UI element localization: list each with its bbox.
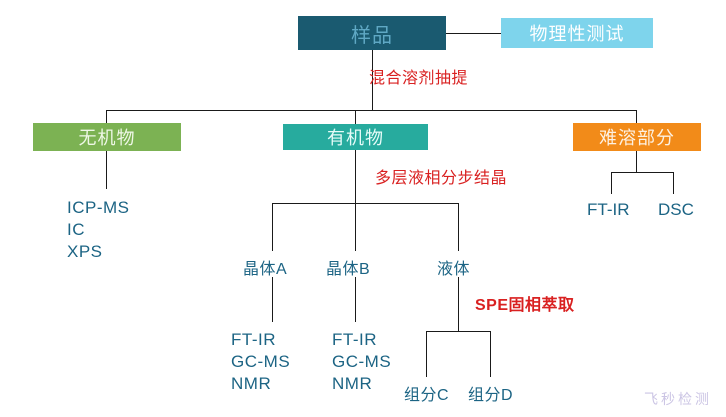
analysis-list-crystal-b: FT-IR GC-MS NMR — [332, 329, 391, 395]
connector-drop-insoluble-ftir — [611, 172, 612, 194]
connector-drop-liquid — [458, 203, 459, 251]
connector-drop-crystal-b — [355, 203, 356, 251]
node-sample[interactable]: 样品 — [298, 16, 446, 50]
connector-drop-component-d — [490, 331, 491, 377]
analysis-item: ICP-MS — [67, 198, 130, 217]
node-insoluble[interactable]: 难溶部分 — [573, 123, 701, 151]
process-label-fractional-crystallization: 多层液相分步结晶 — [375, 170, 508, 187]
node-physical-test[interactable]: 物理性测试 — [501, 18, 653, 48]
connector-drop-insoluble — [636, 110, 637, 124]
analysis-insoluble-dsc: DSC — [658, 200, 694, 219]
connector-drop-crystal-a — [272, 203, 273, 251]
connector-insoluble-stem — [636, 151, 637, 172]
node-component-c[interactable]: 组分C — [404, 387, 450, 404]
process-label-mixed-solvent-extraction: 混合溶剂抽提 — [369, 70, 469, 87]
analysis-item: XPS — [67, 242, 103, 261]
node-inorganic[interactable]: 无机物 — [33, 123, 181, 151]
node-liquid[interactable]: 液体 — [437, 261, 471, 278]
connector-drop-organic — [355, 110, 356, 124]
node-organic[interactable]: 有机物 — [283, 124, 428, 150]
node-crystal-b[interactable]: 晶体B — [326, 261, 371, 278]
connector-sample-to-physical — [446, 33, 501, 34]
analysis-item: GC-MS — [332, 352, 392, 371]
analysis-item: FT-IR — [332, 330, 377, 349]
process-label-spe-extraction: SPE固相萃取 — [475, 297, 575, 314]
analysis-item: GC-MS — [231, 352, 291, 371]
analysis-item: FT-IR — [231, 330, 276, 349]
connector-inorganic-to-analysis — [106, 151, 107, 189]
watermark: 飞秒检测 — [644, 391, 712, 407]
connector-drop-insoluble-dsc — [673, 172, 674, 194]
connector-insoluble-bus — [611, 172, 673, 173]
analysis-item: NMR — [231, 374, 272, 393]
connector-liquid-stem — [458, 277, 459, 331]
connector-drop-inorganic — [106, 110, 107, 124]
connector-main-bus — [106, 110, 636, 111]
connector-spe-bus — [426, 331, 490, 332]
analysis-list-crystal-a: FT-IR GC-MS NMR — [231, 329, 290, 395]
connector-organic-stem — [355, 150, 356, 203]
analysis-insoluble-ftir: FT-IR — [587, 200, 630, 219]
analysis-item: IC — [67, 220, 85, 239]
analysis-list-inorganic: ICP-MS IC XPS — [67, 197, 130, 263]
node-crystal-a[interactable]: 晶体A — [243, 261, 288, 278]
node-component-d[interactable]: 组分D — [468, 387, 514, 404]
connector-crystal-a-to-analysis — [272, 277, 273, 322]
connector-crystal-b-to-analysis — [355, 277, 356, 322]
connector-sample-stem — [372, 50, 373, 110]
analysis-item: NMR — [332, 374, 373, 393]
connector-crystallization-bus — [272, 203, 459, 204]
connector-drop-component-c — [426, 331, 427, 377]
